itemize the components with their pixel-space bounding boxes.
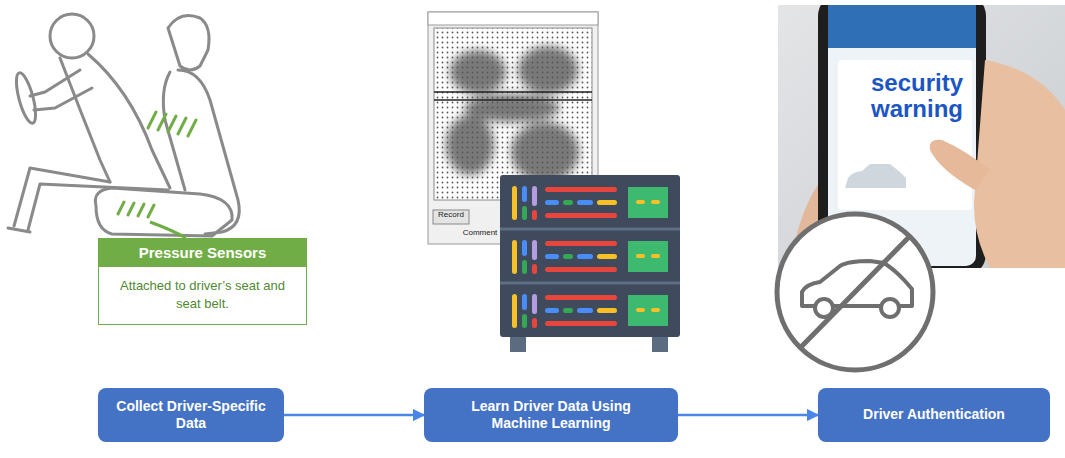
step-label: Driver Authentication xyxy=(863,406,1005,424)
phone-photo xyxy=(974,60,1065,268)
box-heading: Pressure Sensors xyxy=(98,238,307,267)
no-car-sign xyxy=(881,299,899,317)
pressure-map-window xyxy=(434,28,592,200)
server-icon xyxy=(512,240,668,274)
sensor-marks xyxy=(178,118,186,134)
sensor-marks xyxy=(168,116,176,132)
server-icon xyxy=(500,175,680,337)
sensor-marks xyxy=(118,112,196,217)
box-body: Attached to driver’s seat and seat belt. xyxy=(98,267,307,325)
sensor-marks xyxy=(188,120,196,136)
callout-box: Pressure SensorsAttached to driver’s sea… xyxy=(98,238,307,325)
process-box: Driver Authentication xyxy=(818,388,1050,442)
server-icon xyxy=(500,282,680,285)
pressure-map-window xyxy=(428,12,598,25)
driver-sketch xyxy=(30,70,80,96)
driver-sketch xyxy=(8,14,239,236)
process-box: Learn Driver Data Using Machine Learning xyxy=(424,388,678,442)
no-car-sign xyxy=(800,236,910,348)
pressure-map-window xyxy=(434,28,592,200)
sensor-marks xyxy=(148,112,156,128)
screen-text: security warning xyxy=(858,70,976,123)
sensor-marks xyxy=(158,114,166,130)
server-icon xyxy=(512,294,668,328)
driver-sketch xyxy=(88,54,170,188)
driver-sketch xyxy=(14,168,110,226)
driver-sketch xyxy=(34,88,92,110)
no-car-sign xyxy=(777,214,933,370)
flow-arrow xyxy=(284,414,424,417)
server-icon xyxy=(500,228,680,231)
driver-sketch xyxy=(163,72,185,190)
driver-sketch xyxy=(8,228,30,232)
pressure-map-window xyxy=(434,91,592,93)
pressure-map-window xyxy=(434,99,592,101)
no-car-sign xyxy=(777,214,933,370)
sensor-marks xyxy=(128,203,134,215)
process-box: Collect Driver-Specific Data xyxy=(98,388,284,442)
sensor-marks xyxy=(138,204,144,216)
server-icon xyxy=(500,175,680,352)
server-icon xyxy=(512,186,668,220)
flow-arrow xyxy=(678,414,818,417)
sensor-marks xyxy=(118,202,124,214)
driver-sketch xyxy=(50,14,94,58)
step-label: Learn Driver Data Using Machine Learning xyxy=(451,398,651,433)
step-label: Collect Driver-Specific Data xyxy=(108,398,274,433)
button-label: Comment xyxy=(460,229,500,238)
button-label: Record xyxy=(433,211,469,220)
phone-photo xyxy=(930,140,990,190)
driver-sketch xyxy=(28,184,168,230)
sensor-marks xyxy=(148,205,154,217)
phone-photo xyxy=(828,5,976,48)
sensor-leader xyxy=(150,222,186,238)
pressure-map-window xyxy=(434,28,592,200)
driver-sketch xyxy=(168,16,209,70)
phone-photo xyxy=(845,164,906,188)
pressure-map-window xyxy=(433,210,469,224)
driver-sketch xyxy=(13,71,40,125)
